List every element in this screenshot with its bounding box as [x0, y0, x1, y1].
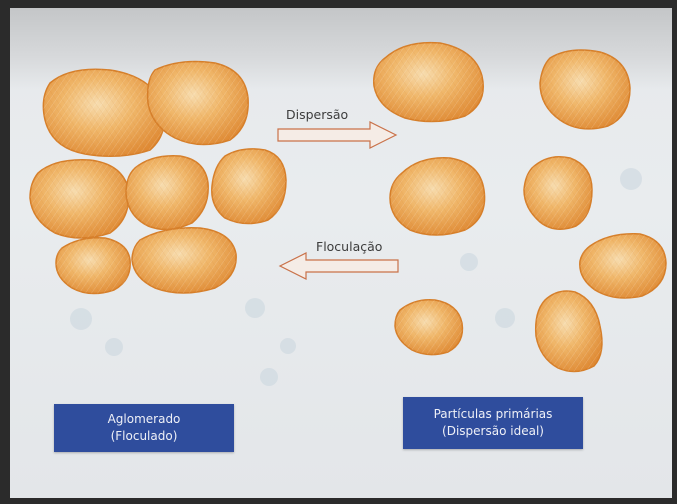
particle	[536, 291, 602, 372]
particle	[395, 300, 462, 355]
particle	[374, 43, 484, 122]
textbook-page: Dispersão Floculação Aglomerado (Flocula…	[10, 8, 672, 498]
particle	[43, 69, 164, 156]
primary-particles-label-box: Partículas primárias (Dispersão ideal)	[403, 397, 583, 449]
primary-particles-subtitle: (Dispersão ideal)	[403, 423, 583, 440]
particle	[126, 156, 208, 230]
particle	[56, 238, 130, 294]
particle	[390, 158, 485, 235]
flocculation-label: Floculação	[316, 239, 382, 254]
dispersion-label: Dispersão	[286, 107, 348, 122]
primary-particles	[374, 43, 666, 372]
agglomerate-label-box: Aglomerado (Floculado)	[54, 404, 234, 452]
particle	[132, 228, 236, 293]
dispersion-arrow: Dispersão	[278, 107, 396, 148]
particle	[524, 157, 592, 229]
agglomerate-title: Aglomerado	[54, 411, 234, 428]
particle	[212, 149, 286, 224]
primary-particles-title: Partículas primárias	[403, 406, 583, 423]
flocculation-arrow: Floculação	[280, 239, 398, 279]
particle	[580, 234, 666, 298]
particle	[540, 50, 630, 129]
particle	[30, 160, 129, 238]
agglomerate-subtitle: (Floculado)	[54, 428, 234, 445]
agglomerate-cluster	[30, 62, 286, 294]
